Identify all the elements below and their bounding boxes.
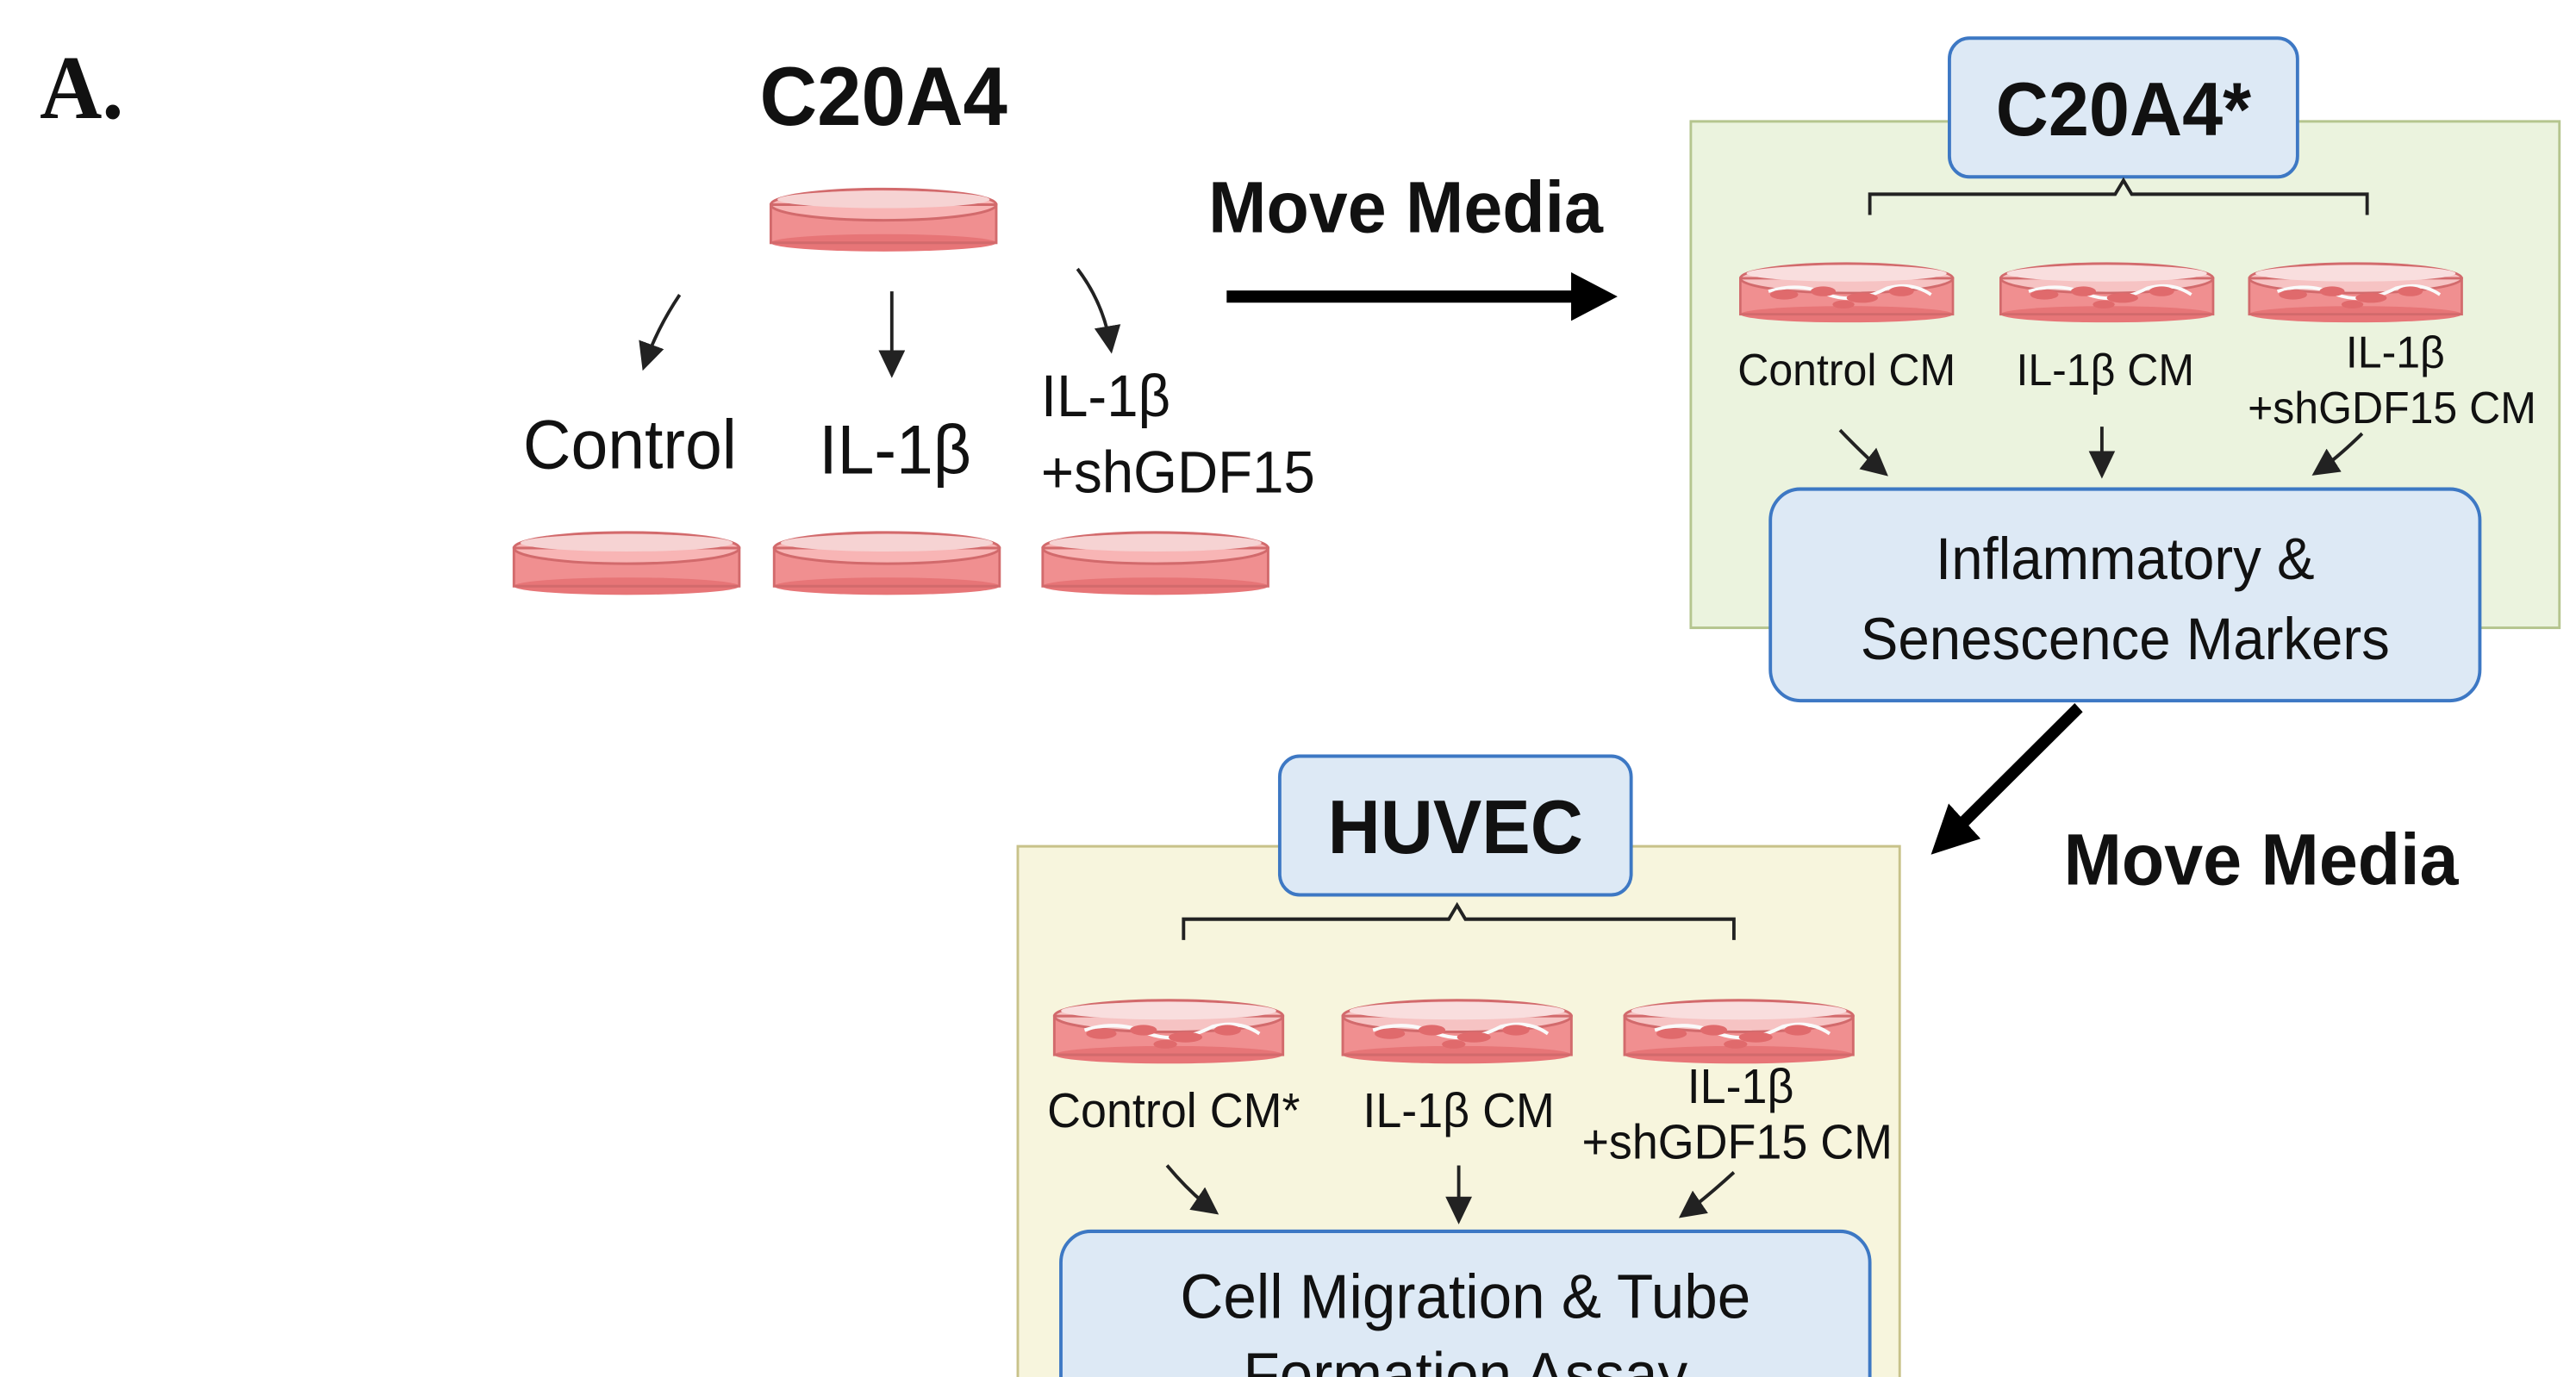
treatment-control: Control [523,406,737,483]
treatment-il1b-shgdf15-line1: IL-1β [1041,364,1170,430]
huvec-readout-line2: Formation Assay [1243,1341,1687,1377]
huvec-label-shgdf15-line2: +shGDF15 CM [1581,1114,1893,1168]
c20a4-star-title-box [1948,36,2299,179]
dish-il1b [772,531,1001,596]
huvec-arrow-3 [1678,1170,1736,1218]
c20a4-star-title: C20A4* [1996,67,2252,152]
c20a4-star-dish-shgdf15 [2249,264,2462,322]
c20a4-star-readout-box [1768,487,2482,703]
huvec-readout-line1: Cell Migration & Tube [1180,1262,1750,1332]
dish-control [512,531,741,596]
c20a4-star-dish-il1b [2000,264,2213,322]
move-media-arrow-2 [1930,703,2083,855]
huvec-arrow-1 [1165,1164,1219,1215]
treatment-il1b: IL-1β [819,411,971,489]
huvec-dish-control [1054,1000,1282,1063]
source-dish [769,187,998,253]
c20a4-star-label-control: Control CM [1737,345,1955,395]
c20a4-star-dish-control [1740,264,1953,322]
c20a4-star-arrow-3 [2311,432,2364,476]
huvec-dish-il1b [1343,1000,1571,1063]
c20a4-star-label-shgdf15-line2: +shGDF15 CM [2248,383,2536,433]
treatment-il1b-shgdf15-line2: +shGDF15 [1041,439,1315,506]
dish-il1b-shgdf15 [1041,531,1270,596]
huvec-readout-box [1059,1229,1872,1377]
huvec-label-shgdf15-line1: IL-1β [1687,1059,1794,1113]
huvec-title: HUVEC [1328,785,1583,869]
huvec-label-control: Control CM* [1047,1083,1300,1137]
c20a4-star-readout-line1: Inflammatory & [1936,526,2315,593]
huvec-brace [1182,901,1736,940]
c20a4-star-label-shgdf15-line1: IL-1β [2346,327,2445,377]
panel-label: A. [40,39,123,139]
c20a4-star-arrow-1 [1838,428,1888,477]
arrow-to-shgdf15 [1076,267,1121,354]
huvec-title-box [1277,754,1633,897]
c20a4-star-label-il1b: IL-1β CM [2016,345,2194,395]
move-media-label-2: Move Media [2064,819,2460,900]
c20a4-star-brace [1868,177,2369,215]
move-media-label-1: Move Media [1208,166,1604,248]
huvec-label-il1b: IL-1β CM [1363,1083,1554,1137]
arrow-to-control [639,293,682,371]
c20a4-star-readout-line2: Senescence Markers [1861,606,2390,672]
huvec-dish-shgdf15 [1625,1000,1853,1063]
source-title: C20A4 [760,50,1008,143]
